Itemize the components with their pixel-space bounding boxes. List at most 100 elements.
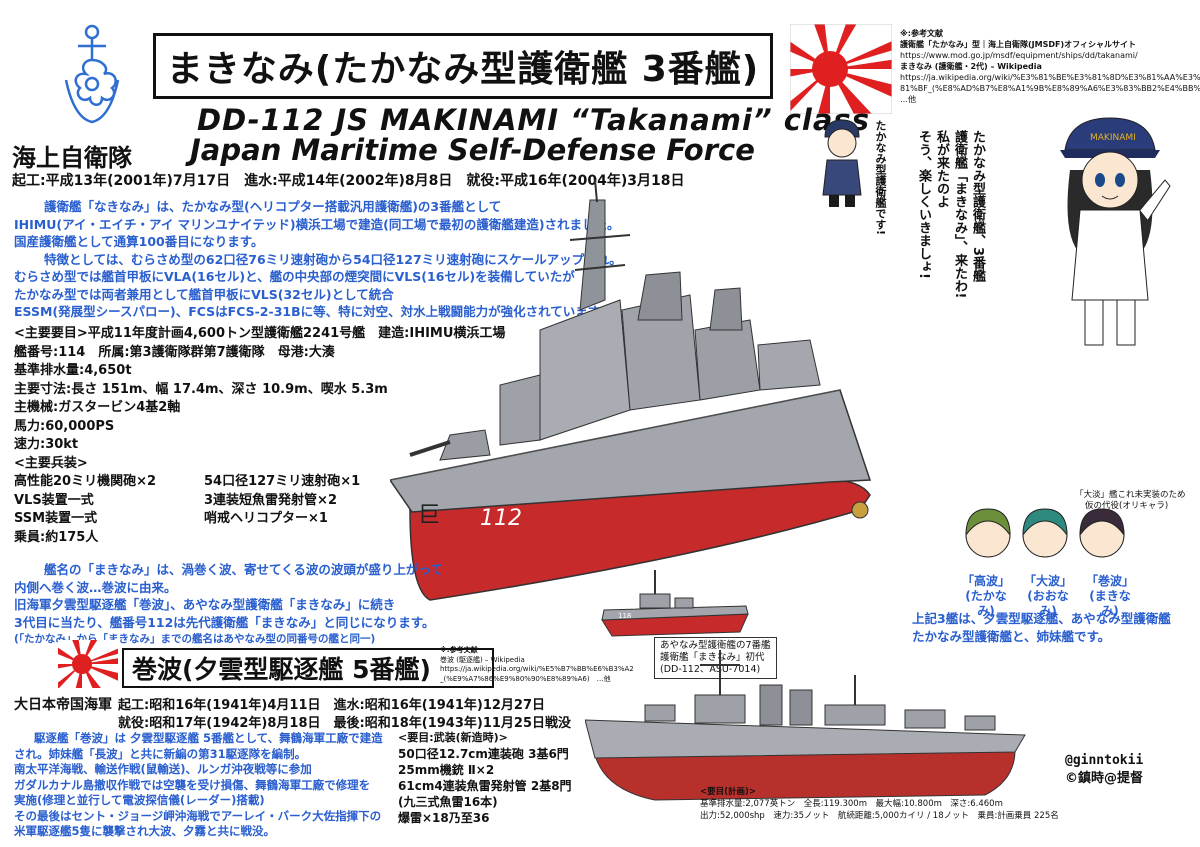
ayanami-class-ship: 118: [601, 570, 749, 637]
history-line: 南太平洋海戦、輸送作戦(鼠輸送)、ルンガ沖夜戦等に参加: [14, 762, 312, 776]
ooshio-note-line: 仮の代役(オリキャラ): [1085, 501, 1169, 511]
makinami-old-title: 巻波(夕雲型駆逐艦 5番艦): [122, 648, 494, 688]
intro-line: 護衛艦「なきなみ」は、たかなみ型(ヘリコプター搭載汎用護衛艦)の3番艦として: [44, 199, 502, 214]
weapon-cell: 3連装短魚雷発射管×2: [204, 492, 337, 508]
origin-line: 艦名の「まきなみ」は、渦巻く波、寄せてくる波の波頭が盛り上がって: [44, 562, 443, 577]
ijn-label: 大日本帝国海軍: [14, 697, 112, 713]
english-title: DD-112 JS MAKINAMI “Takanami” class: [197, 103, 870, 137]
intro-text: 護衛艦「なきなみ」は、たかなみ型(ヘリコプター搭載汎用護衛艦)の3番艦として I…: [14, 198, 754, 321]
weapon-row: VLS装置一式 3連装短魚雷発射管×2: [14, 492, 574, 511]
jmsdf-japanese: 海上自衛隊: [12, 144, 132, 172]
ooshio-note: 「大淡」艦これ未実装のため 仮の代役(オリキャラ): [1075, 490, 1186, 512]
sister-name: 「高波」: [961, 574, 1010, 588]
spec-line: 馬力:60,000PS: [14, 418, 115, 434]
rising-sun-flag-top: [790, 24, 892, 114]
sister-makinami: 「巻波」 (まきなみ): [1082, 574, 1138, 619]
sister-reading: (たかなみ): [965, 589, 1007, 618]
armament-line: 50口径12.7cm連装砲 3基6門: [398, 747, 569, 761]
weapon-cell: SSM装置一式: [14, 511, 98, 526]
armament-line: 25mm機銃 Ⅱ×2: [398, 763, 495, 777]
reference-line: 護衛艦「たかなみ」型｜海上自衛隊(JMSDF)オフィシャルサイト: [900, 40, 1136, 49]
history-line: ガダルカナル島撤収作戦では空襲を受け損傷、舞鶴海軍工廠で修理を: [14, 777, 371, 792]
spec-line: 速力:30kt: [14, 437, 79, 452]
history-line: 実施(修理と並行して電波探信儀(レーダー)搭載): [14, 793, 265, 807]
makinami-character: MAKINAMI: [1060, 117, 1171, 346]
plan-line: 出力:52,000shp 速力:35ノット 航続距離:5,000カイリ / 18…: [700, 811, 1059, 821]
intro-line: IHIMU(アイ・エイチ・アイ マリンユナイテッド)横浜工場で建造(同工場で最初…: [14, 216, 620, 232]
armament-line: (九三式魚雷16本): [398, 795, 498, 809]
history-line: 駆逐艦「巻波」は 夕雲型駆逐艦 5番艦として、舞鶴海軍工廠で建造: [34, 731, 383, 745]
old-armament: <要目:武装(新造時)> 50口径12.7cm連装砲 3基6門 25mm機銃 Ⅱ…: [398, 730, 572, 826]
armament-line: 爆雷×18乃至36: [398, 811, 490, 825]
rising-sun-flag-bottom: [58, 640, 118, 688]
intro-line: ESSM(発展型シースパロー)、FCSはFCS-2-31Bに等、特に対空、対水上…: [14, 304, 612, 319]
references-heading: ※:参考文献: [900, 29, 943, 38]
reference-line: 81%BF_(%E8%AD%B7%E8%A1%9B%E8%89%A6%E3%83…: [900, 84, 1200, 93]
old-ref-line: _(%E9%A7%86%E9%80%90%E8%89%A6) …他: [440, 674, 611, 683]
old-dates-1: 起工:昭和16年(1941年)4月11日 進水:昭和16年(1941年)12月2…: [118, 698, 546, 713]
bow-kanji: 巨: [418, 503, 440, 528]
sister-takanami: 「高波」 (たかなみ): [958, 574, 1014, 619]
history-line: その最後はセント・ジョージ岬沖海戦でアーレイ・バーク大佐指揮下の: [14, 808, 382, 823]
old-history: 駆逐艦「巻波」は 夕雲型駆逐艦 5番艦として、舞鶴海軍工廠で建造 され。姉妹艦「…: [14, 731, 394, 840]
sister-names: 「高波」 (たかなみ) 「大波」 (おおなみ) 「巻波」 (まきなみ): [958, 574, 1138, 619]
makinami-destroyer-illustration: [585, 650, 1026, 801]
name-origin-text: 艦名の「まきなみ」は、渦巻く波、寄せてくる波の波頭が盛り上がって 内側へ巻く波……: [14, 561, 494, 649]
weapon-row: 高性能20ミリ機関砲×2 54口径127ミリ速射砲×1: [14, 473, 574, 492]
intro-line: 特徴としては、むらさめ型の62口径76ミリ速射砲から54口径127ミリ速射砲にス…: [44, 251, 622, 267]
spec-line: 主機械:ガスタービン4基2軸: [14, 400, 181, 415]
reference-line: まきなみ (護衛艦・2代) – Wikipedia: [900, 62, 1042, 71]
crew-line: 乗員:約175人: [14, 529, 99, 545]
cap-text: MAKINAMI: [1090, 133, 1136, 143]
armament-heading: <要目:武装(新造時)>: [398, 731, 508, 744]
ooshio-note-line: 「大淡」艦これ未実装のため: [1075, 490, 1186, 500]
weapon-cell: VLS装置一式: [14, 492, 94, 508]
hull-number: 112: [480, 506, 522, 531]
small-character-speech: たかなみ型護衛艦です!: [874, 120, 887, 236]
makinami-ship-illustration: 112 巨: [390, 180, 872, 601]
page-title: まきなみ(たかなみ型護衛艦 3番艦): [153, 33, 773, 99]
sister-name: 「大波」: [1023, 574, 1072, 588]
sisters-note: 上記3艦は、夕雲型駆逐艦、あやなみ型護衛艦 たかなみ型護衛艦と、姉妹艦です。: [912, 610, 1171, 645]
ayanami-note-box: あやなみ型護衛艦の7番艦 護衛艦「まきなみ」初代 (DD-112、ASU-701…: [654, 637, 777, 679]
references-block: ※:参考文献 護衛艦「たかなみ」型｜海上自衛隊(JMSDF)オフィシャルサイト …: [900, 28, 1200, 105]
sister-name: 「巻波」: [1085, 574, 1134, 588]
weapon-row: SSM装置一式 哨戒ヘリコプター×1: [14, 510, 574, 529]
plan-heading: <要目(計画)>: [700, 787, 757, 797]
old-ref-line: https://ja.wikipedia.org/wiki/%E5%B7%BB%…: [440, 665, 634, 673]
sister-reading: (まきなみ): [1089, 589, 1131, 618]
speech-line: そう、楽しくいきましょ!: [916, 130, 931, 279]
weapon-cell: 高性能20ミリ機関砲×2: [14, 474, 157, 489]
weapon-cell: 哨戒ヘリコプター×1: [204, 511, 328, 526]
specs-block: <主要要目>平成11年度計画4,600トン型護衛艦2241号艦 建造:IHIMU…: [14, 325, 574, 547]
speech-line: 私が来たのよ: [934, 130, 949, 208]
reference-line: https://www.mod.go.jp/msdf/equipment/shi…: [900, 51, 1138, 60]
intro-line: むらさめ型では艦首甲板にVLA(16セル)と、艦の中央部の煙突間にVLS(16セ…: [14, 269, 575, 284]
spec-line: <主要要目>平成11年度計画4,600トン型護衛艦2241号艦 建造:IHIMU…: [14, 326, 506, 341]
plan-line: 基準排水量:2,077英トン 全長:119.300m 最大幅:10.800m 深…: [700, 799, 1003, 809]
sister-characters: [965, 508, 1125, 558]
armament-line: 61cm4連装魚雷発射管 2基8門: [398, 779, 572, 793]
jmsdf-anchor-emblem: [64, 24, 120, 124]
spec-line: 主要寸法:長さ 151m、幅 17.4m、深さ 10.9m、喫水 5.3m: [14, 381, 388, 397]
small-chibi-character: [822, 119, 862, 207]
history-line: 米軍駆逐艦5隻に襲撃され大波、夕霧と共に戦没。: [14, 824, 275, 838]
intro-line: たかなみ型では両者兼用として艦首甲板にVLS(32セル)として統合: [14, 286, 394, 302]
speech-line: たかなみ型護衛艦、3番艦: [970, 130, 985, 283]
history-line: され。姉妹艦「長波」と共に新編の第31駆逐隊を編制。: [14, 746, 307, 761]
sisters-note-line: たかなみ型護衛艦と、姉妹艦です。: [912, 628, 1111, 644]
sisters-note-line: 上記3艦は、夕雲型駆逐艦、あやなみ型護衛艦: [912, 611, 1171, 626]
origin-line: 旧海軍夕雲型駆逐艦「巻波」、あやなみ型護衛艦「まきなみ」に続き: [14, 597, 396, 612]
reference-line: https://ja.wikipedia.org/wiki/%E3%81%BE%…: [900, 73, 1200, 82]
signature-name: ©鎮時@提督: [1065, 771, 1144, 786]
signature-handle: @ginntokii: [1065, 753, 1144, 768]
sister-oonami: 「大波」 (おおなみ): [1020, 574, 1076, 619]
speech-line: 護衛艦「まきなみ」、来たわ!: [952, 130, 967, 299]
service-dates: 起工:平成13年(2001年)7月17日 進水:平成14年(2002年)8月8日…: [12, 173, 685, 189]
old-ref-heading: ※:参考文献: [440, 646, 478, 654]
plan-specs: <要目(計画)> 基準排水量:2,077英トン 全長:119.300m 最大幅:…: [700, 786, 1059, 822]
intro-line: 国産護衛艦として通算100番目になります。: [14, 234, 264, 249]
ayanami-note-title: あやなみ型護衛艦の7番艦: [660, 640, 771, 651]
signature: @ginntokii ©鎮時@提督: [1065, 752, 1143, 788]
old-dates-2: 就役:昭和17年(1942年)8月18日 最後:昭和18年(1943年)11月2…: [118, 716, 572, 731]
